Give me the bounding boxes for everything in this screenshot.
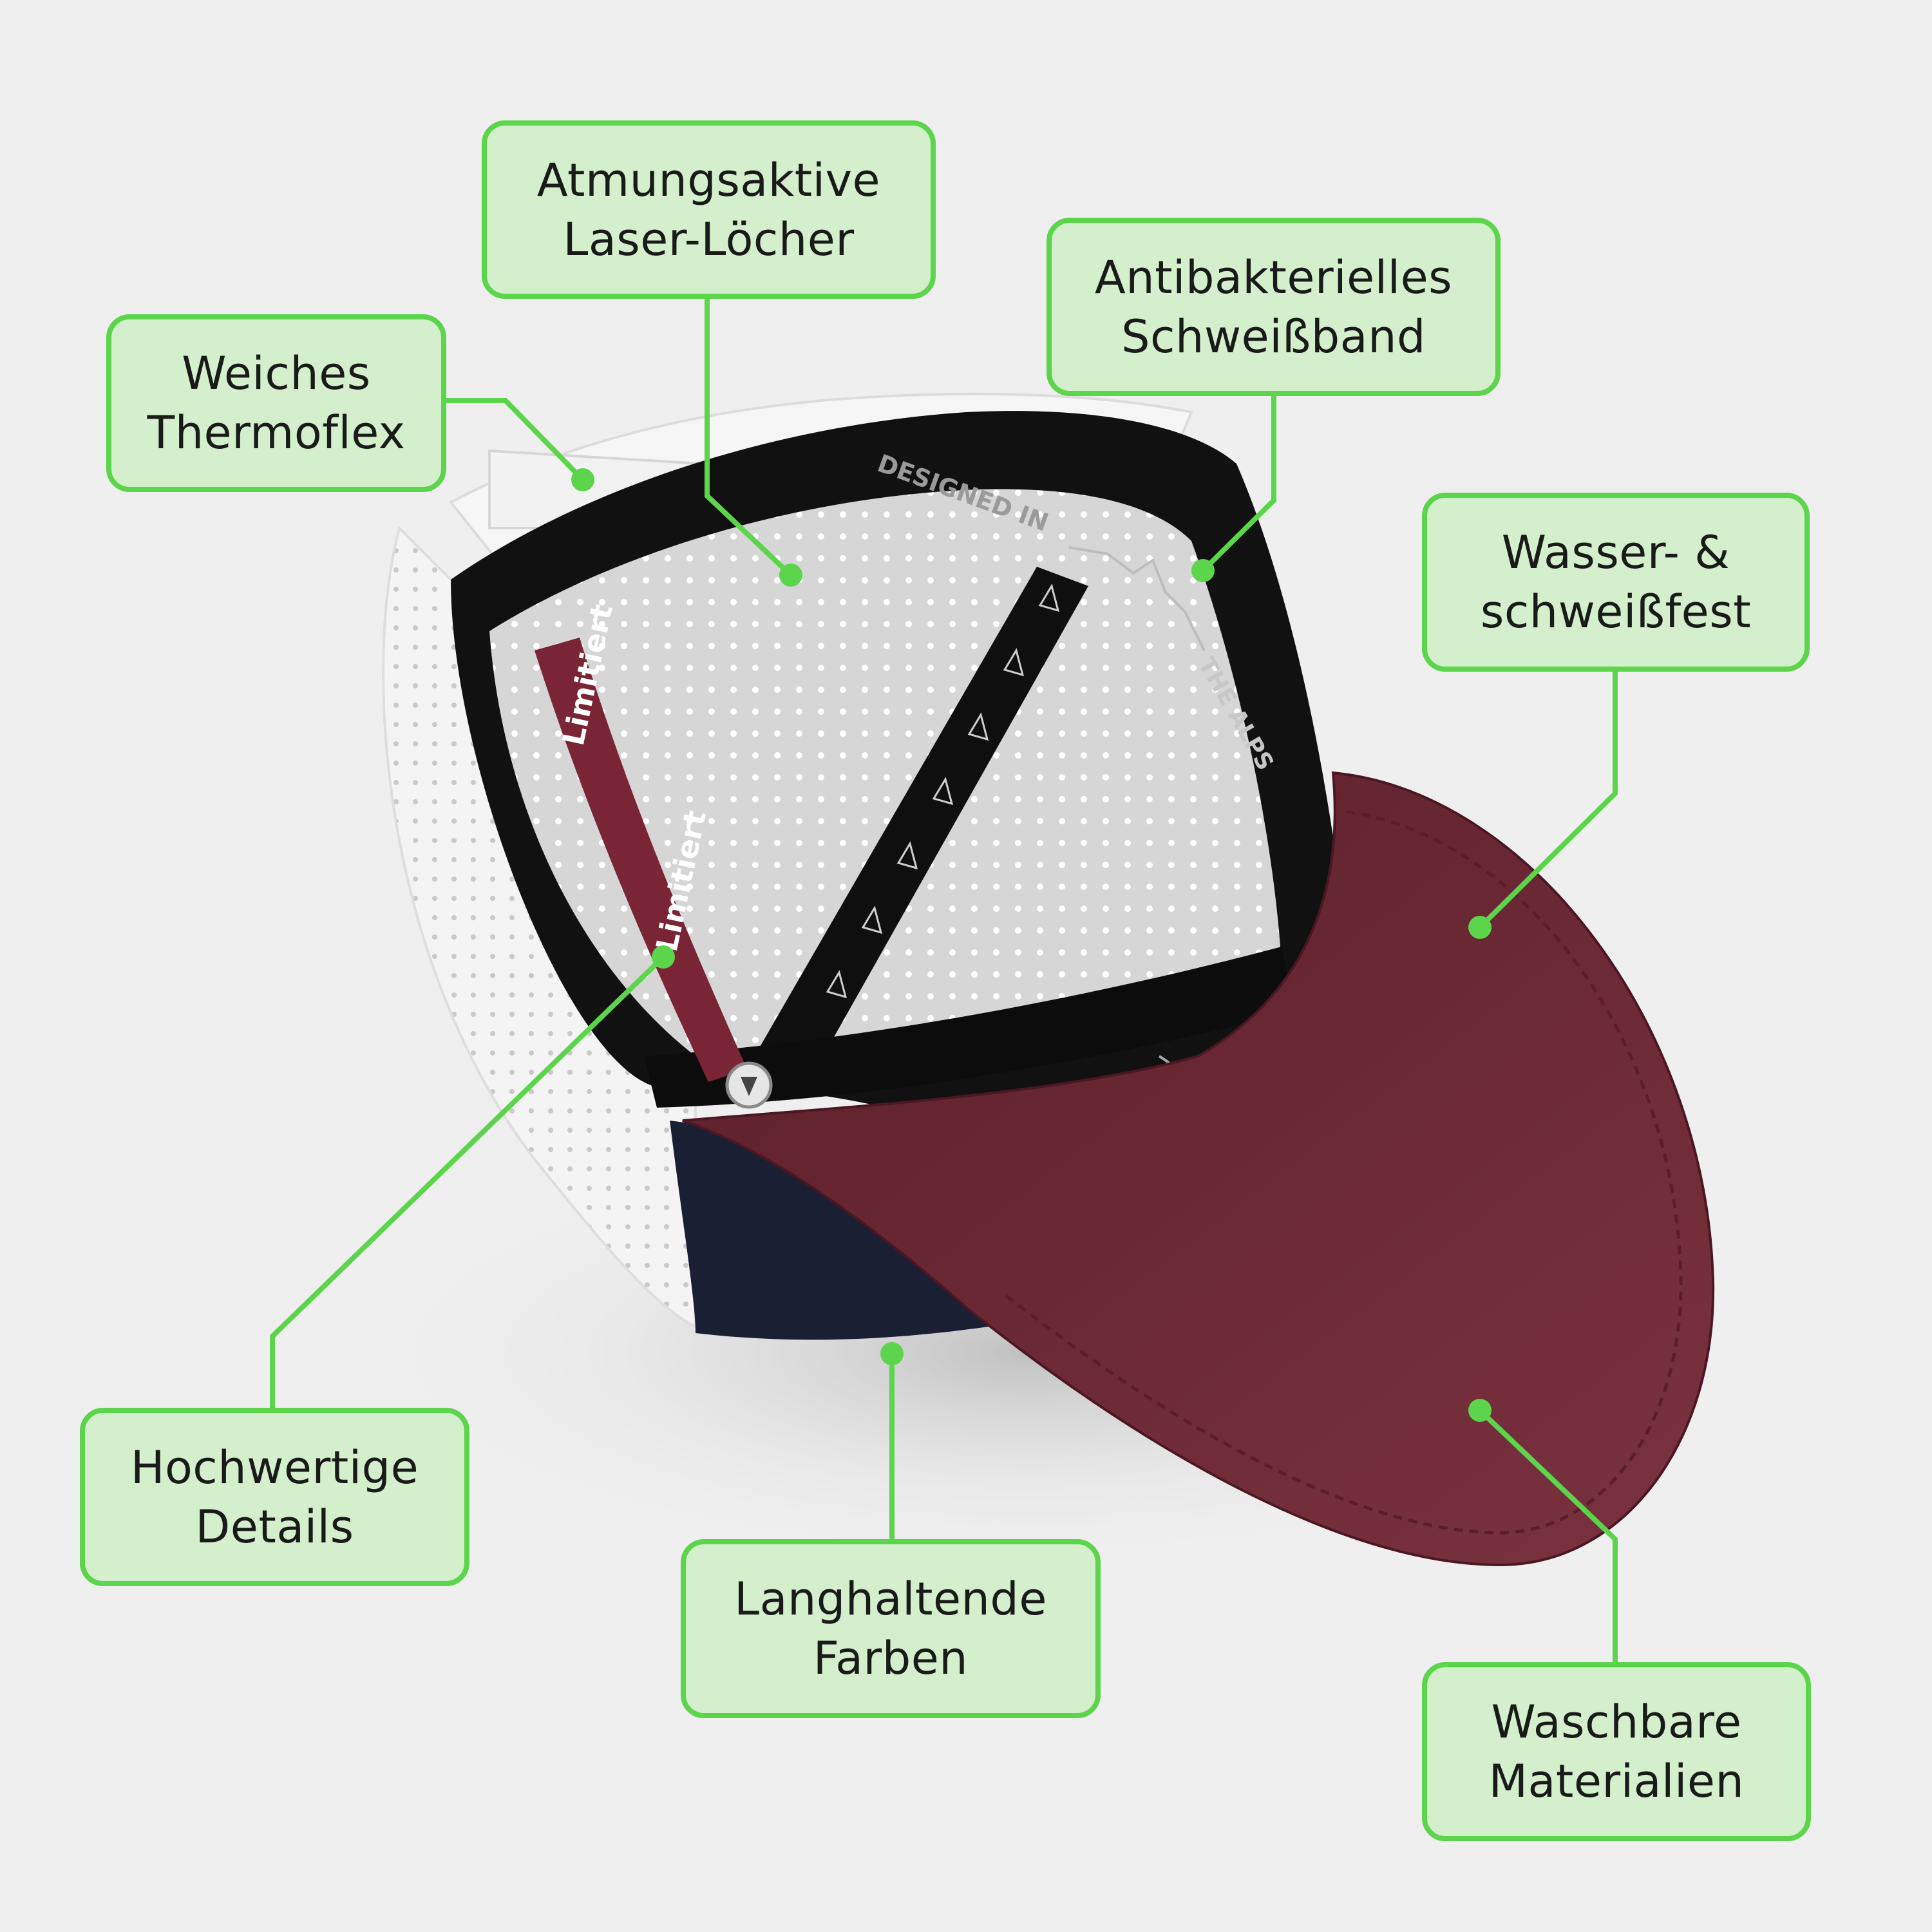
callout-sweatband: Antibakterielles Schweißband xyxy=(1046,218,1501,396)
leader-dot-sweatband xyxy=(1191,559,1215,582)
callout-laser-line2: Laser-Löcher xyxy=(563,213,855,266)
callout-laser-holes: Atmungsaktive Laser-Löcher xyxy=(482,120,936,299)
callout-waterproof-line1: Wasser- & xyxy=(1501,526,1730,579)
leader-line-details xyxy=(270,955,665,1409)
leader-dot-washable xyxy=(1468,1399,1492,1422)
leader-dots xyxy=(571,468,1492,1422)
callout-washable-line1: Waschbare xyxy=(1491,1696,1742,1748)
leader-dot-laser xyxy=(779,564,802,587)
leader-line-waterproof xyxy=(1478,670,1618,929)
maroon-strap xyxy=(535,638,747,1082)
callout-colors: Langhaltende Farben xyxy=(681,1539,1101,1718)
callout-details: Hochwertige Details xyxy=(80,1408,469,1586)
mountain-line-icon xyxy=(1068,546,1206,651)
callout-washable: Waschbare Materialien xyxy=(1422,1662,1811,1841)
leader-dot-colors xyxy=(880,1342,904,1365)
callout-colors-line2: Farben xyxy=(813,1632,969,1685)
leader-dot-thermoflex xyxy=(571,468,594,491)
brim-stitching xyxy=(1003,810,1683,1535)
callout-sweatband-line1: Antibakterielles xyxy=(1094,251,1453,304)
leader-dot-details xyxy=(652,945,675,969)
callout-waterproof-line2: schweißfest xyxy=(1480,585,1752,638)
strap-arrow-icons xyxy=(826,583,1060,999)
callout-thermoflex-line2: Thermoflex xyxy=(147,406,406,459)
callout-colors-line1: Langhaltende xyxy=(734,1573,1047,1625)
leader-dot-waterproof xyxy=(1468,916,1492,939)
callout-waterproof: Wasser- & schweißfest xyxy=(1422,493,1810,672)
callout-thermoflex-line1: Weiches xyxy=(182,347,371,400)
callout-details-line2: Details xyxy=(195,1500,354,1553)
mesh-interior xyxy=(489,489,1282,1056)
snap-button-icon xyxy=(725,1061,773,1109)
callout-sweatband-line2: Schweißband xyxy=(1121,310,1426,363)
callout-washable-line2: Materialien xyxy=(1488,1755,1745,1808)
leader-line-sweatband xyxy=(1201,395,1276,573)
callout-thermoflex: Weiches Thermoflex xyxy=(106,314,446,492)
leader-line-washable xyxy=(1478,1408,1618,1663)
interior-black-strap xyxy=(747,567,1088,1088)
leader-lines xyxy=(270,298,1618,1663)
callout-details-line1: Hochwertige xyxy=(130,1441,419,1494)
callout-laser-line1: Atmungsaktive xyxy=(536,153,881,207)
leader-line-laser xyxy=(705,298,793,577)
cap-brim xyxy=(682,771,1715,1567)
leader-line-thermoflex xyxy=(444,398,585,482)
sweatband-lower xyxy=(644,947,1294,1108)
